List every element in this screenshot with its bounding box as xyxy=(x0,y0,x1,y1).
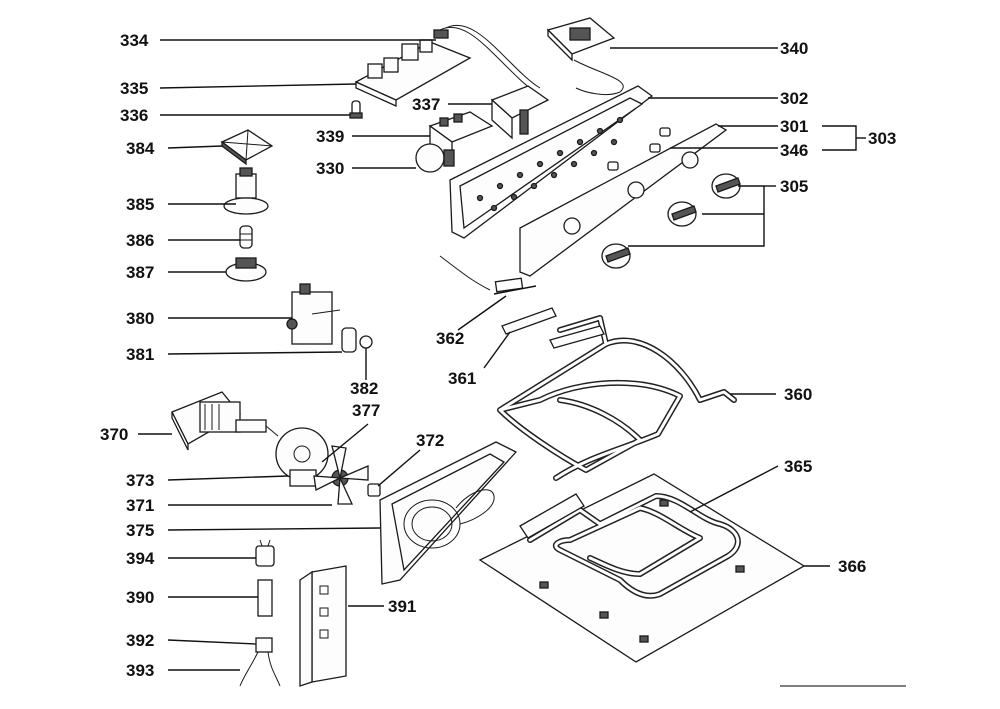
fascia-panel-part xyxy=(519,123,728,277)
back-panel-part xyxy=(379,441,518,585)
callout-301: 301 xyxy=(780,117,808,136)
mounting-bracket-part xyxy=(299,565,347,687)
function-selector-part xyxy=(490,85,550,140)
callout-387: 387 xyxy=(126,263,154,282)
leader-lines xyxy=(138,39,866,671)
callout-373: 373 xyxy=(126,471,154,490)
lamp-holder-part xyxy=(223,167,269,215)
callout-392: 392 xyxy=(126,631,154,650)
circuit-board-part xyxy=(354,24,541,108)
switch-part xyxy=(341,327,373,353)
callout-339: 339 xyxy=(316,127,344,146)
panel-holes xyxy=(476,116,624,212)
callout-303: 303 xyxy=(868,129,896,148)
callout-370: 370 xyxy=(100,425,128,444)
callout-371: 371 xyxy=(126,496,154,515)
fan-blade-part xyxy=(313,445,369,505)
callout-390: 390 xyxy=(126,588,154,607)
lamp-bulb-part xyxy=(239,225,253,249)
callout-391: 391 xyxy=(388,597,416,616)
callout-346: 346 xyxy=(780,141,808,160)
fan-nut-part xyxy=(367,483,381,497)
connector-part xyxy=(239,637,281,687)
fan-motor-part xyxy=(171,391,279,451)
terminal-block-part xyxy=(257,579,273,617)
callout-385: 385 xyxy=(126,195,154,214)
control-knob-part xyxy=(601,173,741,269)
lamp-cover-part xyxy=(220,129,274,166)
callout-377: 377 xyxy=(352,401,380,420)
callout-305: 305 xyxy=(780,177,808,196)
callout-375: 375 xyxy=(126,521,154,540)
callout-381: 381 xyxy=(126,345,154,364)
bottom-element-part xyxy=(519,493,741,599)
callout-330: 330 xyxy=(316,159,344,178)
thermostat-part xyxy=(286,283,341,345)
spacer-part xyxy=(607,127,671,171)
callout-labels: 334 335 336 384 339 330 337 385 386 387 … xyxy=(100,31,896,680)
indicator-bulb-part xyxy=(349,100,363,119)
callout-336: 336 xyxy=(120,106,148,125)
selector-switch-part xyxy=(546,17,624,95)
terminal-cap-part xyxy=(255,539,275,567)
callout-382: 382 xyxy=(350,379,378,398)
control-panel-part xyxy=(449,85,654,239)
callout-335: 335 xyxy=(120,79,148,98)
callout-302: 302 xyxy=(780,89,808,108)
fan-bracket-part xyxy=(275,427,329,487)
callout-362: 362 xyxy=(436,329,464,348)
callout-372: 372 xyxy=(416,431,444,450)
callout-386: 386 xyxy=(126,231,154,250)
grill-element-part xyxy=(497,315,737,481)
callout-340: 340 xyxy=(780,39,808,58)
sensor-part xyxy=(439,255,557,335)
callout-334: 334 xyxy=(120,31,149,50)
callout-365: 365 xyxy=(784,457,812,476)
callout-366: 366 xyxy=(838,557,866,576)
lamp-nut-part xyxy=(225,257,267,282)
callout-360: 360 xyxy=(784,385,812,404)
callout-361: 361 xyxy=(448,369,476,388)
callout-380: 380 xyxy=(126,309,154,328)
timer-motor-part xyxy=(415,143,455,173)
callout-384: 384 xyxy=(126,139,155,158)
callout-337: 337 xyxy=(412,95,440,114)
callout-394: 394 xyxy=(126,549,155,568)
callout-393: 393 xyxy=(126,661,154,680)
